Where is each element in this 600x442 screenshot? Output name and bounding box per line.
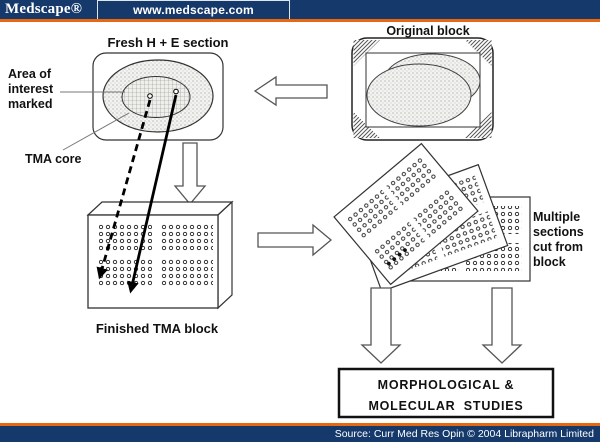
core-bank	[99, 259, 152, 286]
tma-slide-front	[333, 142, 479, 286]
top-banner: Medscape® www.medscape.com	[0, 0, 600, 19]
label-multiple-line1: Multiple	[533, 210, 580, 224]
leader-line-core	[62, 112, 130, 151]
source-credit: Source: Curr Med Res Opin © 2004 Libraph…	[334, 428, 594, 440]
core-bank	[160, 259, 213, 286]
arrow-down-studies-right	[481, 287, 523, 364]
original-block-cassette	[351, 37, 494, 141]
top-orange-rule	[0, 19, 600, 22]
solid-core-arrow	[127, 94, 178, 294]
label-multiple-line4: block	[533, 255, 566, 269]
medscape-logo: Medscape®	[5, 1, 83, 17]
label-tma-core: TMA core	[25, 152, 82, 166]
label-fresh-section: Fresh H + E section	[107, 35, 228, 50]
label-multiple-line2: sections	[533, 225, 584, 239]
core-punch-mark	[173, 88, 179, 95]
filled-core-dots	[386, 248, 407, 266]
label-finished-tma-block: Finished TMA block	[96, 321, 219, 336]
label-original-block: Original block	[386, 24, 469, 38]
site-url-box: www.medscape.com	[97, 0, 290, 19]
label-studies-line1: MORPHOLOGICAL &	[378, 378, 515, 392]
label-multiple-line3: cut from	[533, 240, 583, 254]
bottom-orange-rule	[0, 423, 600, 426]
label-area-line1: Area of	[8, 67, 52, 81]
area-of-interest-oval	[121, 76, 191, 118]
tissue-oval-front	[366, 63, 472, 127]
arrow-left-block-to-section	[253, 75, 328, 107]
studies-box	[337, 367, 555, 419]
site-url: www.medscape.com	[133, 3, 254, 17]
finished-tma-block	[86, 200, 234, 310]
arrow-down-studies-left	[360, 287, 402, 364]
dashed-core-arrow	[96, 99, 152, 280]
arrow-down-section-to-block	[173, 142, 207, 206]
bottom-banner: Source: Curr Med Res Opin © 2004 Libraph…	[0, 426, 600, 442]
label-studies-line2: MOLECULAR STUDIES	[368, 399, 523, 413]
label-area-line3: marked	[8, 97, 52, 111]
core-punch-mark	[147, 93, 153, 99]
label-area-line2: interest	[8, 82, 54, 96]
core-bank	[160, 224, 213, 251]
tma-workflow-diagram: Fresh H + E section Area of interest mar…	[8, 24, 584, 419]
arrow-right-block-to-sections	[257, 223, 333, 257]
